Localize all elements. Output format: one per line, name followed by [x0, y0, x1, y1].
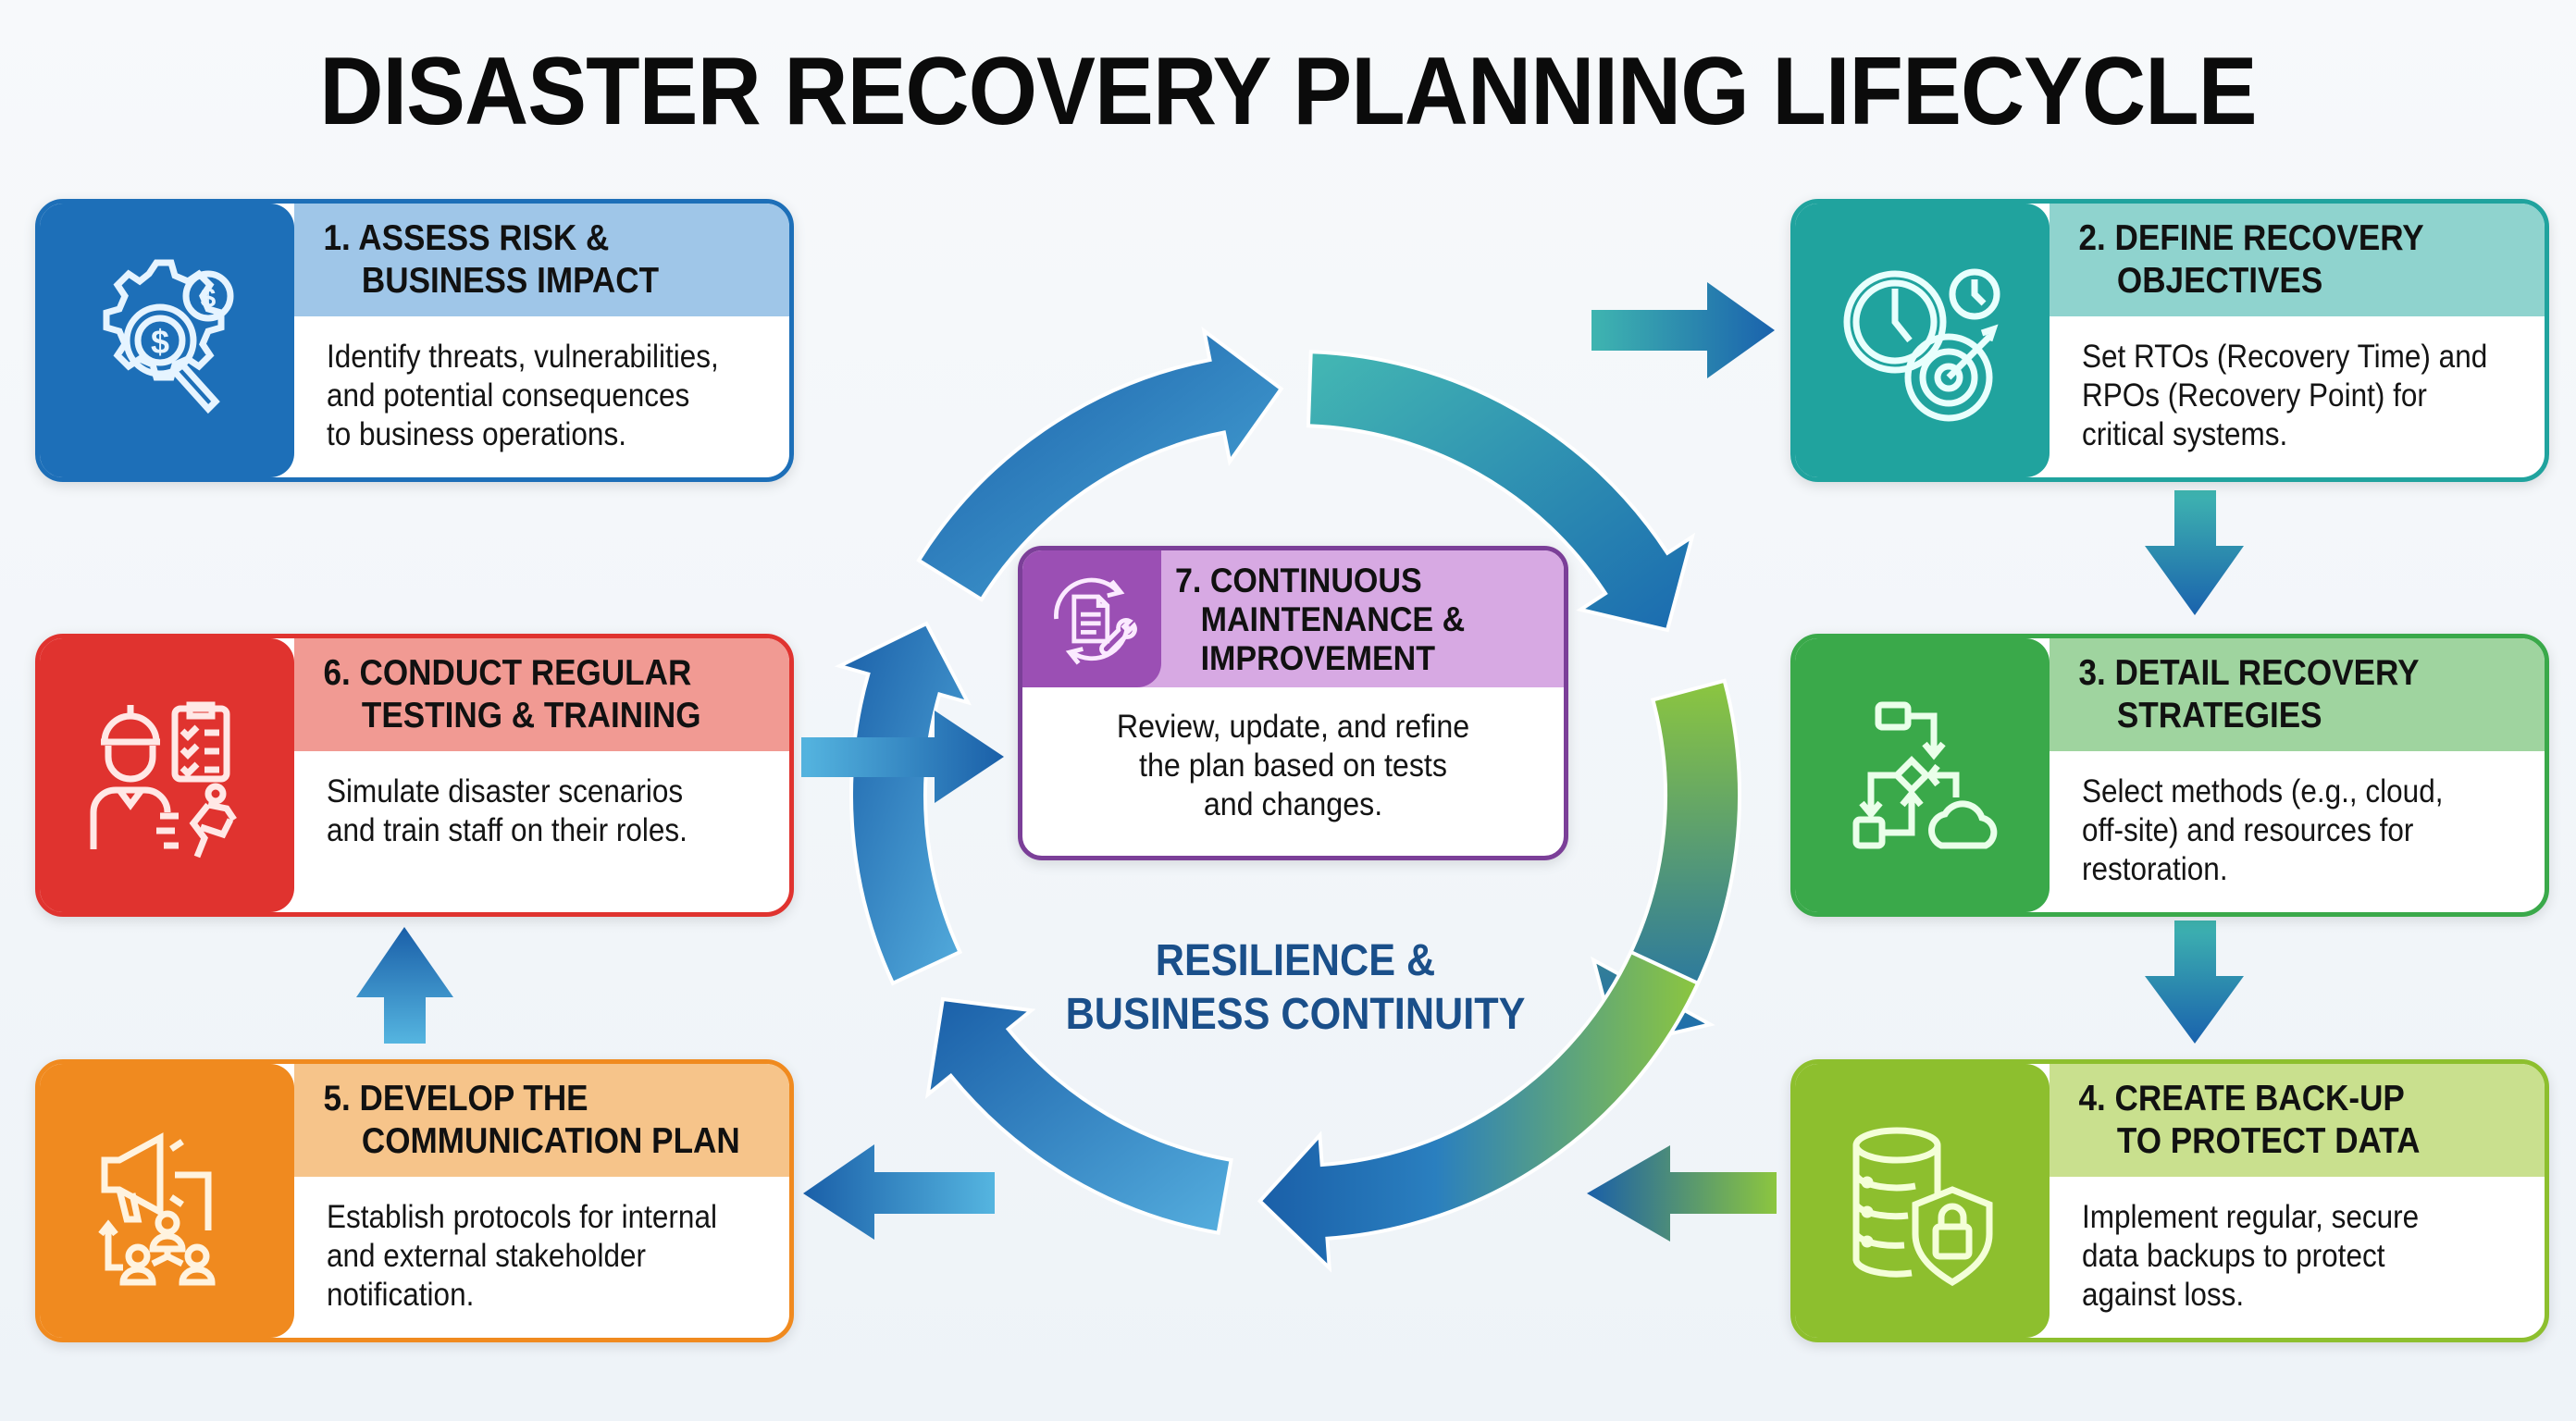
step-icon-pane	[1795, 638, 2050, 912]
worker-checklist-runner-icon	[90, 701, 237, 859]
cycle-document-wrench-icon	[1054, 577, 1137, 665]
step-card-6: 6. CONDUCT REGULAR TESTING & TRAINING Si…	[35, 634, 794, 917]
megaphone-people-icon	[97, 1132, 216, 1286]
step-icon-pane	[40, 638, 294, 912]
page-title: DISASTER RECOVERY PLANNING LIFECYCLE	[319, 38, 2257, 145]
step-title: 4. CREATE BACK-UP TO PROTECT DATA	[2078, 1079, 2421, 1161]
center-label: RESILIENCE & BUSINESS CONTINUITY	[1065, 936, 1526, 1039]
step-icon-pane	[1795, 204, 2050, 477]
cycle-arrow-bottom-left	[924, 996, 1233, 1236]
clock-target-icon	[1843, 268, 2000, 422]
step-description: Select methods (e.g., cloud,off-site) an…	[2082, 773, 2444, 887]
step-title: 7. CONTINUOUS MAINTENANCE & IMPROVEMENT	[1175, 562, 1466, 677]
step-card-5: 5. DEVELOP THE COMMUNICATION PLAN Establ…	[35, 1059, 794, 1342]
step-description: Identify threats, vulnerabilities,and po…	[327, 339, 719, 452]
gear-dollar-magnifier-icon: $ $	[103, 259, 233, 414]
step-header: 5. DEVELOP THE COMMUNICATION PLAN	[294, 1064, 789, 1177]
step-card-3: 3. DETAIL RECOVERY STRATEGIES Select met…	[1790, 634, 2549, 917]
arrow-step4-to-cycle	[1587, 1145, 1777, 1242]
arrow-step6-to-step7	[801, 710, 1004, 803]
step-title: 3. DETAIL RECOVERY STRATEGIES	[2078, 653, 2420, 735]
svg-text:$: $	[200, 283, 216, 314]
cycle-arrow-bottom-right	[1257, 949, 1701, 1273]
arrow-step5-to-step6	[356, 927, 453, 1044]
arrow-step3-to-step4	[2145, 921, 2244, 1044]
arrow-step1-to-step2	[1591, 282, 1775, 378]
step-card-4: 4. CREATE BACK-UP TO PROTECT DATA Implem…	[1790, 1059, 2549, 1342]
database-shield-lock-icon	[1852, 1127, 1992, 1287]
step-icon-pane	[40, 1064, 294, 1338]
step-title: 1. ASSESS RISK & BUSINESS IMPACT	[323, 218, 660, 301]
step-header: 6. CONDUCT REGULAR TESTING & TRAINING	[294, 638, 789, 751]
step-icon-pane	[1022, 550, 1161, 687]
cycle-arrow-top-left	[916, 326, 1284, 602]
arrow-cycle-to-step5	[803, 1144, 995, 1240]
step-icon-pane	[1795, 1064, 2050, 1338]
cycle-arrow-top-right	[1306, 350, 1696, 633]
svg-text:$: $	[150, 323, 168, 361]
step-header: 2. DEFINE RECOVERY OBJECTIVES	[2050, 204, 2545, 316]
step-card-2: 2. DEFINE RECOVERY OBJECTIVES Set RTOs (…	[1790, 199, 2549, 482]
step-card-7: 7. CONTINUOUS MAINTENANCE & IMPROVEMENT …	[1018, 546, 1568, 860]
step-title: 6. CONDUCT REGULAR TESTING & TRAINING	[323, 653, 701, 735]
arrow-step2-to-step3	[2145, 490, 2244, 615]
step-card-1: $ $ 1. ASSESS RISK & BUSINESS IMPACT Ide…	[35, 199, 794, 482]
step-header: 3. DETAIL RECOVERY STRATEGIES	[2050, 638, 2545, 751]
cycle-arrow-left-top	[834, 621, 972, 986]
flowchart-cloud-icon	[1852, 701, 1997, 849]
step-header: 4. CREATE BACK-UP TO PROTECT DATA	[2050, 1064, 2545, 1177]
step-title: 5. DEVELOP THE COMMUNICATION PLAN	[323, 1079, 740, 1161]
step-title: 2. DEFINE RECOVERY OBJECTIVES	[2078, 218, 2424, 301]
step-header: 1. ASSESS RISK & BUSINESS IMPACT	[294, 204, 789, 316]
step-icon-pane: $ $	[40, 204, 294, 477]
